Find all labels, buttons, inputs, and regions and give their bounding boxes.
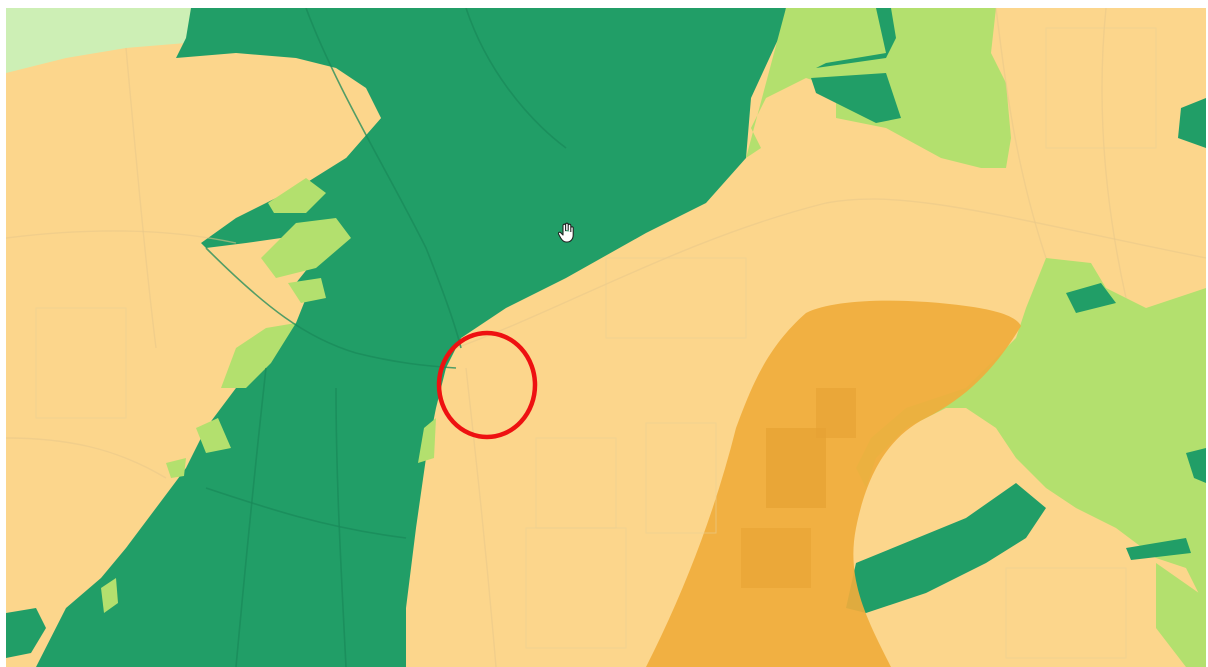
zone-medium-detail-c [741, 528, 811, 588]
parcel-f [1005, 567, 1127, 659]
zone-light-green-e [196, 418, 231, 453]
zone-medium-detail-b [816, 388, 856, 438]
road-right-cross [1101, 8, 1127, 299]
zone-light-green-b [261, 218, 351, 278]
road-right-grid [995, 8, 1047, 259]
zone-light-green-d [221, 323, 296, 388]
zone-dark-green-right-bar [1126, 538, 1191, 560]
zone-light-green-right [856, 258, 1206, 608]
hand-pointer-icon [557, 222, 574, 243]
zone-medium-detail-a [766, 428, 826, 508]
parcel-c [645, 422, 717, 534]
zone-dark-green-far-right [1178, 98, 1206, 148]
zone-light-green-c [288, 278, 326, 303]
road-center-vertical [465, 367, 497, 667]
zone-dark-green-right-edge [1186, 448, 1206, 483]
parcel-e [35, 307, 127, 419]
zone-light-green-a [268, 178, 326, 213]
zone-dark-green-bottomleft [6, 608, 46, 658]
path-dark-e [235, 367, 267, 667]
road-left-lower [6, 437, 167, 479]
zone-dark-green-band [36, 8, 786, 667]
road-center-main [455, 198, 1206, 349]
zone-light-green-bottom-right [1156, 563, 1206, 667]
path-dark-c [465, 8, 567, 149]
road-left-vertical [125, 47, 157, 349]
zone-medium-orange [646, 300, 1021, 667]
zone-light-green-f [166, 458, 186, 478]
zone-low-notch [306, 93, 381, 158]
zone-dark-green-top-right-a [816, 8, 896, 68]
zone-dark-green-top-right-b [811, 73, 901, 123]
path-dark-f [335, 387, 347, 667]
zone-pale-green-topleft [6, 8, 191, 73]
path-dark-d [205, 487, 407, 539]
highlight-circle [436, 330, 538, 440]
zone-dark-green-right-lower [846, 483, 1046, 613]
road-left-curve [6, 230, 237, 244]
parcel-d [605, 257, 747, 339]
parcel-g [1045, 27, 1157, 149]
zone-dark-green-right-strip [1066, 283, 1116, 313]
parcel-b [525, 527, 627, 649]
path-dark-a [305, 8, 462, 349]
zone-light-green-g [101, 578, 118, 613]
zone-light-green-h [418, 418, 436, 463]
path-dark-b [205, 247, 457, 369]
zone-light-green-strip [941, 8, 991, 158]
